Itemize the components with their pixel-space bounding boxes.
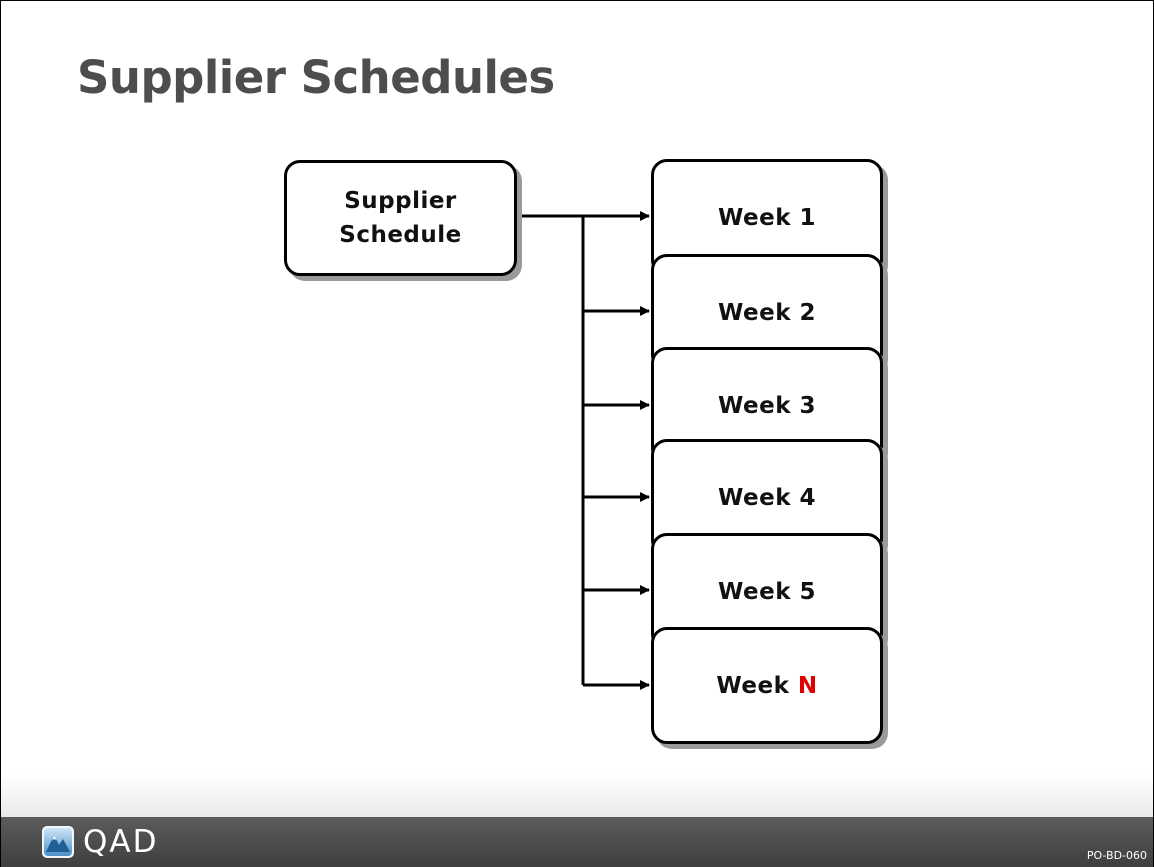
week-4-label: Week 4	[718, 485, 816, 511]
footer-bar	[1, 817, 1153, 867]
week-prefix: Week	[717, 204, 791, 231]
week-prefix: Week	[717, 578, 791, 605]
supplier-schedule-label: Supplier Schedule	[339, 184, 462, 253]
week-n-accent: N	[797, 672, 818, 699]
supplier-schedule-box: Supplier Schedule	[284, 160, 517, 276]
qad-logo-icon	[42, 826, 74, 858]
qad-logo: QAD	[41, 823, 158, 861]
week-2-label: Week 2	[718, 300, 816, 326]
source-line-2: Schedule	[339, 222, 462, 248]
week-prefix: Week	[717, 392, 791, 419]
week-prefix: Week	[717, 484, 791, 511]
brand-name: QAD	[83, 824, 159, 860]
week-number: 5	[799, 578, 817, 605]
week-3-label: Week 3	[718, 393, 816, 419]
week-n-box: Week N	[651, 627, 883, 744]
week-1-label: Week 1	[718, 205, 816, 231]
footer-gradient	[1, 775, 1153, 817]
week-number: 1	[799, 204, 817, 231]
week-prefix: Week	[716, 672, 790, 699]
week-number: 2	[799, 299, 817, 326]
week-5-label: Week 5	[718, 579, 816, 605]
slide-title: Supplier Schedules	[77, 51, 555, 104]
slide-code: PO-BD-060	[1086, 849, 1147, 862]
week-n-label: Week N	[716, 673, 817, 699]
source-line-1: Supplier	[344, 187, 457, 214]
week-number: 3	[799, 392, 817, 419]
week-prefix: Week	[717, 299, 791, 326]
week-number: 4	[799, 484, 817, 511]
